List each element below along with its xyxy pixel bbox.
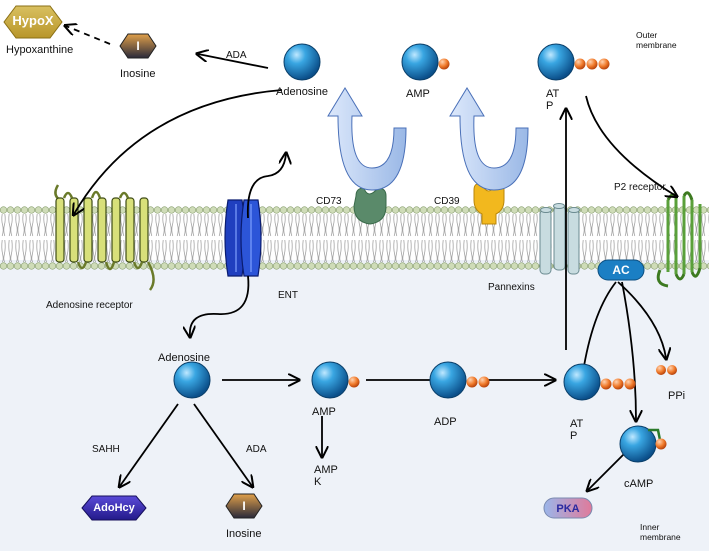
adenosine-top-label: Adenosine: [276, 86, 328, 98]
ada-top-label: ADA: [226, 50, 247, 61]
amp-inner-label: AMP: [312, 406, 336, 418]
hypox-badge-label: HypoX: [12, 13, 54, 28]
atp-top-label-2: P: [546, 100, 554, 112]
amp-top-label: AMP: [406, 88, 430, 100]
pannexin-channel: [539, 203, 580, 275]
inosine-bottom-label: Inosine: [226, 528, 262, 540]
ada-bottom-label: ADA: [246, 444, 267, 455]
inner-membrane-label-1: Inner: [640, 522, 660, 532]
cd39-conversion-arrow: [449, 87, 529, 191]
camp-molecule: [619, 425, 667, 463]
cd73-enzyme: [353, 187, 387, 225]
outer-membrane-label-1: Outer: [636, 30, 658, 40]
inosine-badge-top: [119, 33, 157, 59]
p2-receptor-label: P2 receptor: [614, 182, 666, 193]
reaction-arrows: [66, 26, 676, 490]
amp-molecule-top: [401, 43, 450, 81]
camp-label: cAMP: [624, 478, 654, 490]
pka-badge-label: PKA: [556, 503, 580, 515]
ppi-molecule: [656, 365, 677, 375]
cd73-conversion-arrow: [327, 87, 407, 191]
adohcy-badge-label: AdoHcy: [93, 502, 135, 514]
adohcy-badge: [81, 495, 147, 521]
adenosine-receptor: [54, 184, 155, 291]
pannexins-label: Pannexins: [488, 282, 535, 293]
adenosine-receptor-label: Adenosine receptor: [46, 300, 133, 311]
ent-transporter: [224, 199, 262, 277]
hypoxanthine-label: Hypoxanthine: [6, 44, 74, 56]
hypoxanthine-badge: [3, 5, 63, 39]
adenosine-molecule-top: [283, 43, 321, 81]
pka-badge: [543, 497, 593, 519]
sahh-label: SAHH: [92, 444, 120, 455]
ac-badge-label: AC: [612, 263, 630, 277]
inosine-badge-top-letter: I: [136, 39, 140, 53]
cd39-label: CD39: [434, 196, 460, 207]
inosine-top-label: Inosine: [120, 68, 156, 80]
amp-molecule-inner: [311, 361, 360, 399]
atp-molecule-top: [537, 43, 610, 81]
atp-inner-label-2: P: [570, 430, 578, 442]
adenosine-molecule-inner: [173, 361, 211, 399]
ampk-label-1: AMP: [314, 464, 338, 476]
ppi-label: PPi: [668, 390, 686, 402]
atp-molecule-inner: [563, 363, 636, 401]
atp-top-label-1: AT: [546, 88, 560, 100]
inosine-badge-bottom: [225, 493, 263, 519]
adenylate-cyclase: [597, 259, 645, 281]
inosine-badge-bottom-letter: I: [242, 499, 246, 513]
adp-inner-label: ADP: [434, 416, 457, 428]
ent-label: ENT: [278, 290, 298, 301]
adp-molecule-inner: [429, 361, 490, 399]
adenosine-inner-label: Adenosine: [158, 352, 210, 364]
ampk-label-2: K: [314, 476, 322, 488]
inner-membrane-label-2: membrane: [640, 532, 681, 542]
atp-inner-label-1: AT: [570, 418, 584, 430]
outer-membrane-label-2: membrane: [636, 40, 677, 50]
cd73-label: CD73: [316, 196, 342, 207]
